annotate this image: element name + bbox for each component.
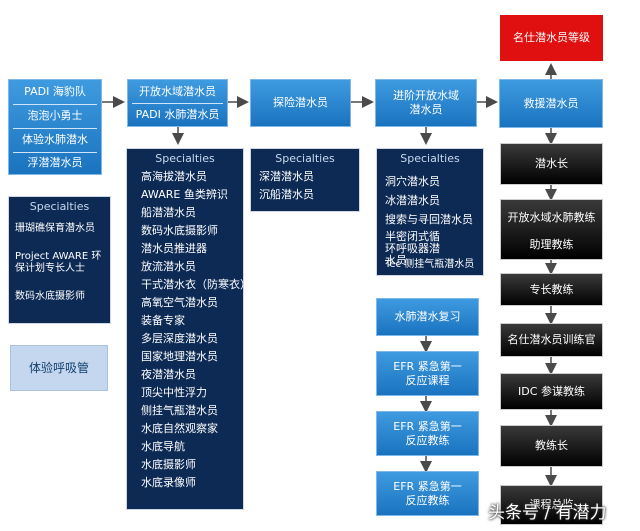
spec-item: 珊瑚礁保育潜水员: [15, 223, 95, 234]
col2-level-group: 开放水域潜水员 PADI 水肺潜水员: [127, 79, 228, 127]
col1-specialties: Specialties 珊瑚礁保育潜水员 Project AWARE 环保计划专…: [8, 196, 111, 324]
col3-spec-list: 深潜潜水员 沉船潜水员: [251, 168, 359, 204]
specialties-title: Specialties: [275, 152, 335, 165]
spec-item: 水底自然观察家: [141, 421, 218, 435]
rescue-diver-box: 救援潜水员: [499, 79, 603, 128]
spec-item: 数码水底摄影师: [15, 291, 85, 302]
specialties-title: Specialties: [155, 152, 215, 165]
spec-item: AWARE 鱼类辨识: [141, 187, 228, 201]
spec-item: 半密闭式循环呼吸器潜水员: [385, 230, 440, 267]
specialties-title: Specialties: [400, 152, 460, 165]
col4-specialties: Specialties 洞穴潜水员 冰潜潜水员 搜索与寻回潜水员 半密闭式循环呼…: [376, 148, 484, 276]
col2-item: PADI 水肺潜水员: [135, 107, 220, 121]
pro-level-group: 开放水域水肺教练 助理教练: [500, 199, 603, 260]
spec-item: 洞穴潜水员: [385, 175, 440, 188]
spec-item: 潜水员推进器: [141, 241, 207, 255]
spec-item: 国家地理潜水员: [141, 349, 218, 363]
efr-box: EFR 紧急第一反应课程: [376, 351, 479, 396]
pro-level: 教练长: [500, 425, 603, 467]
spec-item: 多层深度潜水员: [141, 331, 218, 345]
col3-level: 探险潜水员: [250, 79, 351, 127]
pro-level: 潜水长: [500, 143, 603, 185]
col2-item: 开放水域潜水员: [139, 84, 216, 98]
col1-entry-group: PADI 海豹队 泡泡小勇士 体验水肺潜水 浮潜潜水员: [8, 79, 102, 175]
pro-level: 开放水域水肺教练: [507, 210, 596, 224]
col2-spec-list: 高海拔潜水员 AWARE 鱼类辨识 船潜潜水员 数码水底摄影师 潜水员推进器 放…: [127, 168, 243, 492]
spec-item: 冰潜潜水员: [385, 194, 440, 207]
pro-level: 课程总监: [500, 485, 603, 525]
pro-level: IDC 参谋教练: [500, 373, 603, 410]
spec-item: 装备专家: [141, 313, 185, 327]
pro-level: 助理教练: [529, 237, 574, 251]
col3-specialties: Specialties 深潜潜水员 沉船潜水员: [250, 148, 360, 212]
efr-box: EFR 紧急第一反应教练: [376, 411, 479, 456]
col1-item: 体验水肺潜水: [22, 133, 88, 147]
spec-item: 高氧空气潜水员: [141, 295, 218, 309]
spec-item: Project AWARE 环保计划专长人士: [15, 251, 102, 274]
col2-specialties: Specialties 高海拔潜水员 AWARE 鱼类辨识 船潜潜水员 数码水底…: [126, 148, 244, 510]
spec-item: 水底导航: [141, 439, 185, 453]
col4-level: 进阶开放水域潜水员: [375, 79, 477, 127]
spec-item: 高海拔潜水员: [141, 169, 207, 183]
pro-level: 名仕潜水员训练官: [500, 323, 603, 357]
spec-item: 放流潜水员: [141, 259, 196, 273]
watermark: 头条号 / 有潜力: [488, 503, 607, 523]
spec-item: Tec 侧挂气瓶潜水员: [385, 259, 475, 270]
pro-level: 专长教练: [500, 273, 603, 306]
spec-item: 船潜潜水员: [141, 205, 196, 219]
spec-item: 顶尖中性浮力: [141, 385, 207, 399]
col1-item: PADI 海豹队: [24, 85, 86, 99]
spec-item: 搜索与寻回潜水员: [385, 213, 473, 226]
spec-item: 沉船潜水员: [259, 187, 314, 201]
spec-item: 深潜潜水员: [259, 169, 314, 183]
col1-item: 泡泡小勇士: [27, 109, 83, 123]
spec-item: 数码水底摄影师: [141, 223, 218, 237]
spec-item: 夜潜潜水员: [141, 367, 196, 381]
review-box: 水肺潜水复习: [376, 298, 479, 336]
experience-snorkel-box: 体验呼吸管: [10, 345, 108, 391]
master-diver-box: 名仕潜水员等级: [500, 15, 603, 61]
spec-item: 侧挂气瓶潜水员: [141, 403, 218, 417]
spec-item: 干式潜水衣（防寒衣）潜水员: [141, 277, 243, 291]
col1-item: 浮潜潜水员: [27, 156, 83, 170]
spec-item: 水底录像师: [141, 475, 196, 489]
efr-box: EFR 紧急第一反应教练: [376, 471, 479, 516]
specialties-title: Specialties: [29, 200, 90, 213]
spec-item: 水底摄影师: [141, 457, 196, 471]
